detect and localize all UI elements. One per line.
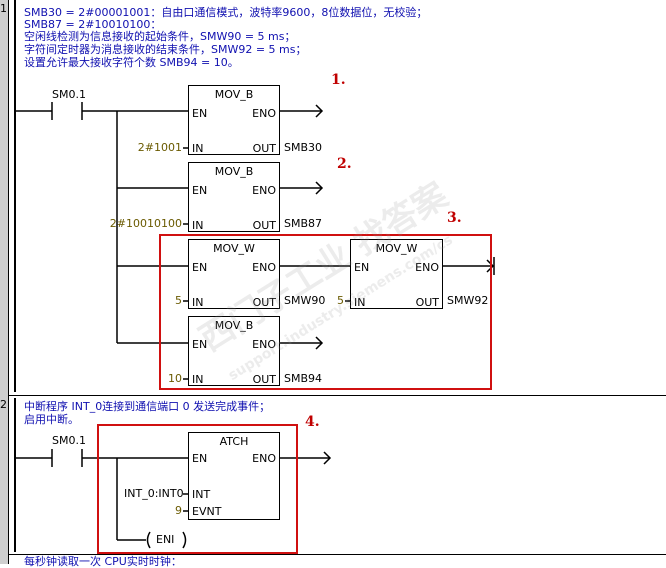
en-pin: EN [192,107,208,120]
network-gutter [0,0,8,564]
eno-pin: ENO [252,338,276,351]
block-title: ATCH [219,435,249,448]
out-pin: OUT [252,219,276,232]
out-pin: OUT [252,296,276,309]
out-address-smb30[interactable]: SMB30 [284,141,323,154]
en-pin: EN [354,261,370,274]
in-value-smw90[interactable]: 5 [175,294,182,307]
network-1-comment-2: SMB87 = 2#10010100： [24,18,162,31]
network-1-comment-3: 空闲线检测为信息接收的起始条件，SMW90 = 5 ms； [24,30,296,43]
en-pin: EN [192,338,208,351]
marker-1: 1. [331,72,346,88]
out-pin: OUT [252,142,276,155]
network-number-1[interactable]: 1 [0,2,7,15]
in-pin: IN [192,219,204,232]
network-2-comment-2: 启用中断。 [24,413,79,426]
block-title: MOV_B [214,165,254,178]
block-title: MOV_B [214,88,254,101]
network-1-comment-1: SMB30 = 2#00001001：自由口通信模式，波特率9600，8位数据位… [24,6,428,19]
in-value-smb30[interactable]: 2#1001 [137,141,182,154]
eno-pin: ENO [252,261,276,274]
marker-2: 2. [337,156,352,172]
en-pin: EN [192,452,208,465]
out-address-smb87[interactable]: SMB87 [284,217,323,230]
gutter-divider [8,0,9,564]
power-rail-network-1 [14,0,16,392]
marker-4: 4. [305,414,320,430]
int-value[interactable]: INT_0:INT0 [124,487,184,500]
in-pin: IN [192,142,204,155]
highlight-box-3 [159,234,492,390]
evnt-pin: EVNT [192,505,222,518]
in-value-smb87[interactable]: 2#10010100 [109,217,182,230]
contact-sm0-1-network-2[interactable]: SM0.1 [52,434,86,447]
mov-w-block-smw90[interactable]: MOV_W EN ENO IN OUT [188,239,280,309]
network-separator [8,395,666,396]
block-title: MOV_W [375,242,418,255]
network-1-comment-4: 字符间定时器为消息接收的结束条件，SMW92 = 5 ms； [24,43,307,56]
network-separator-2 [8,554,666,555]
block-title: MOV_B [214,319,254,332]
en-pin: EN [192,261,208,274]
highlight-box-4 [97,424,298,554]
out-pin: OUT [415,296,439,309]
eno-pin: ENO [252,184,276,197]
in-value-smw92[interactable]: 5 [337,294,344,307]
in-value-smb94[interactable]: 10 [168,372,182,385]
eno-pin: ENO [415,261,439,274]
in-pin: IN [192,373,204,386]
block-title: MOV_W [213,242,255,255]
network-1-comment-5: 设置允许最大接收字符个数 SMB94 = 10。 [24,56,239,69]
out-address-smw92[interactable]: SMW92 [447,294,489,307]
en-pin: EN [192,184,208,197]
atch-block[interactable]: ATCH EN ENO INT EVNT [188,432,280,520]
mov-w-block-smw92[interactable]: MOV_W EN ENO IN OUT [350,239,443,309]
mov-b-block-smb30[interactable]: MOV_B EN ENO IN OUT [188,85,280,155]
out-address-smb94[interactable]: SMB94 [284,372,323,385]
int-pin: INT [192,488,211,501]
out-pin: OUT [252,373,276,386]
marker-3: 3. [447,210,462,226]
network-number-2[interactable]: 2 [0,398,7,411]
evnt-value[interactable]: 9 [175,504,182,517]
out-address-smw90[interactable]: SMW90 [284,294,326,307]
mov-b-block-smb87[interactable]: MOV_B EN ENO IN OUT [188,162,280,232]
network-2-comment-1: 中断程序 INT_0连接到通信端口 0 发送完成事件； [24,400,271,413]
mov-b-block-smb94[interactable]: MOV_B EN ENO IN OUT [188,316,280,386]
eno-pin: ENO [252,107,276,120]
power-rail-network-2 [14,398,16,552]
contact-sm0-1[interactable]: SM0.1 [52,88,86,101]
eno-pin: ENO [252,452,276,465]
in-pin: IN [354,296,366,309]
in-pin: IN [192,296,204,309]
eni-coil[interactable]: ENI [156,533,175,546]
